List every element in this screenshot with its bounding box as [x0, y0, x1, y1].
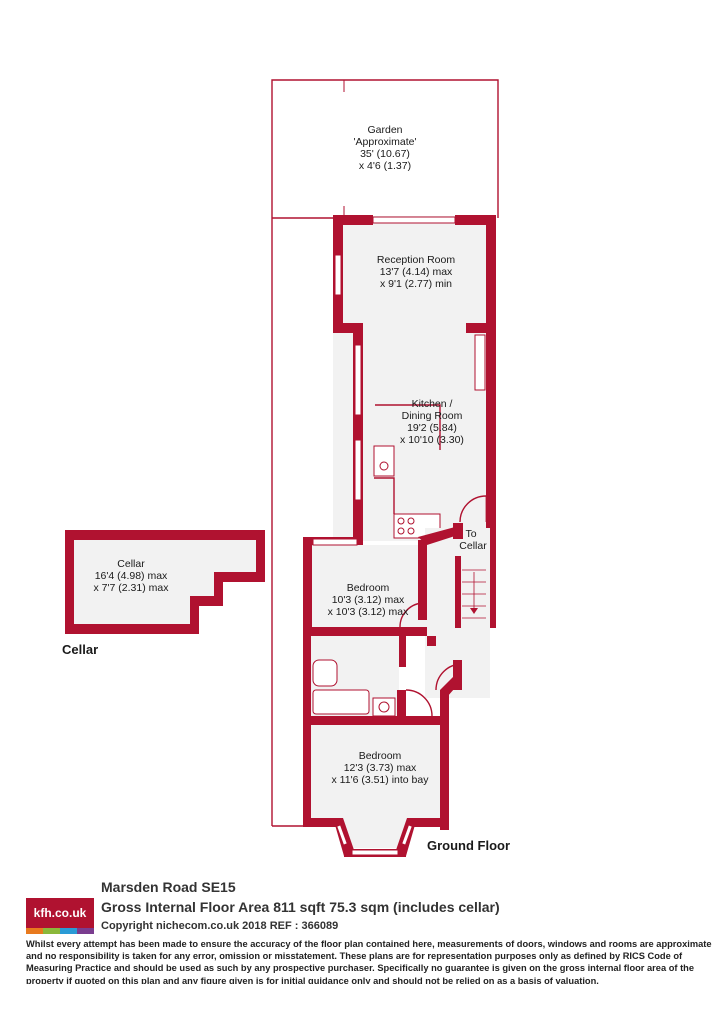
to-cellar-line1: To [465, 528, 476, 540]
bathroom [303, 636, 463, 725]
kitchen-name1: Kitchen / [412, 398, 453, 410]
disclaimer: Whilst every attempt has been made to en… [26, 939, 712, 984]
floor-area: Gross Internal Floor Area 811 sqft 75.3 … [101, 899, 500, 915]
ground-floor-label: Ground Floor [427, 838, 510, 853]
cellar-dim2: x 7'7 (2.31) max [94, 582, 170, 594]
cellar-walls [65, 530, 265, 634]
bedroom1-name: Bedroom [347, 582, 390, 594]
to-cellar-line2: Cellar [459, 540, 487, 552]
bedroom2-dim2: x 11'6 (3.51) into bay [332, 774, 430, 786]
kfh-logo: kfh.co.uk [26, 898, 94, 934]
kitchen-name2: Dining Room [402, 410, 463, 422]
logo-color-bar [26, 928, 94, 934]
reception-dim1: 13'7 (4.14) max [380, 266, 453, 278]
logo-text: kfh.co.uk [33, 906, 87, 920]
kitchen-dim2: x 10'10 (3.30) [400, 434, 464, 446]
bedroom2-name: Bedroom [359, 750, 402, 762]
bedroom-1-walls [303, 537, 427, 827]
garden-name: Garden [367, 124, 402, 136]
copyright: Copyright nichecom.co.uk 2018 REF : 3660… [101, 920, 339, 932]
cellar-name: Cellar [117, 558, 145, 570]
reception-name: Reception Room [377, 254, 455, 266]
bedroom1-dim2: x 10'3 (3.12) max [328, 606, 410, 618]
bedroom-2-walls [303, 690, 449, 857]
cellar-floor-label: Cellar [62, 642, 98, 657]
garden-dim2: x 4'6 (1.37) [359, 160, 411, 172]
bedroom1-dim1: 10'3 (3.12) max [332, 594, 405, 606]
garden-dim1: 35' (10.67) [360, 148, 410, 160]
bedroom2-dim1: 12'3 (3.73) max [344, 762, 417, 774]
property-address: Marsden Road SE15 [101, 879, 236, 895]
cellar-dim1: 16'4 (4.98) max [95, 570, 168, 582]
kitchen-dim1: 19'2 (5.84) [407, 422, 457, 434]
reception-dim2: x 9'1 (2.77) min [380, 278, 452, 290]
reception-kitchen-walls [303, 215, 496, 628]
garden-note: 'Approximate' [354, 136, 417, 148]
